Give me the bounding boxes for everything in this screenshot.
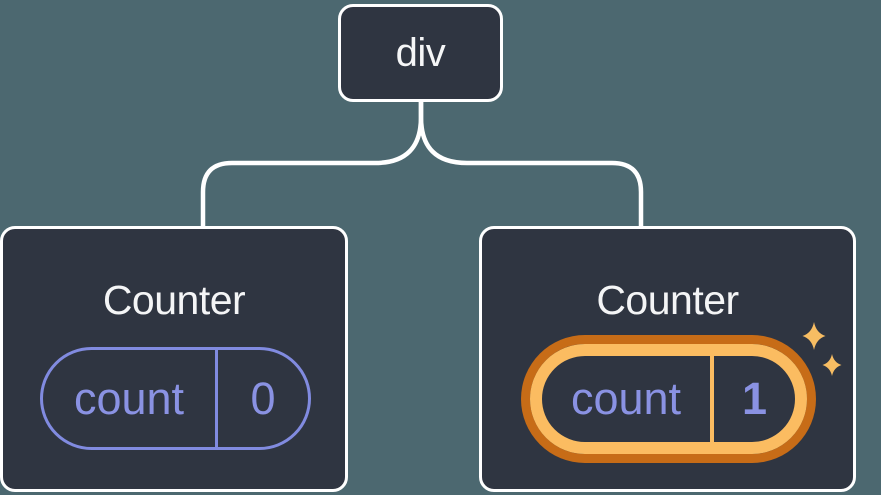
state-value: 1 (741, 373, 768, 424)
root-node-label: div (395, 30, 446, 75)
state-pill-highlighted: count 1 (530, 344, 807, 454)
connector-left-branch (200, 101, 424, 227)
state-pill-divider (710, 356, 714, 442)
connector-right-branch (418, 101, 644, 227)
state-key: count (570, 373, 682, 424)
counter-title: Counter (102, 277, 246, 323)
root-node-div: div (338, 4, 503, 102)
state-value: 0 (250, 372, 276, 424)
state-pill: count 0 (40, 347, 311, 450)
state-key: count (73, 372, 185, 424)
state-pill-divider (215, 350, 218, 447)
counter-node-left: Counter count 0 (0, 226, 348, 492)
counter-node-right: Counter count 1 (479, 226, 856, 492)
counter-title: Counter (596, 277, 739, 323)
